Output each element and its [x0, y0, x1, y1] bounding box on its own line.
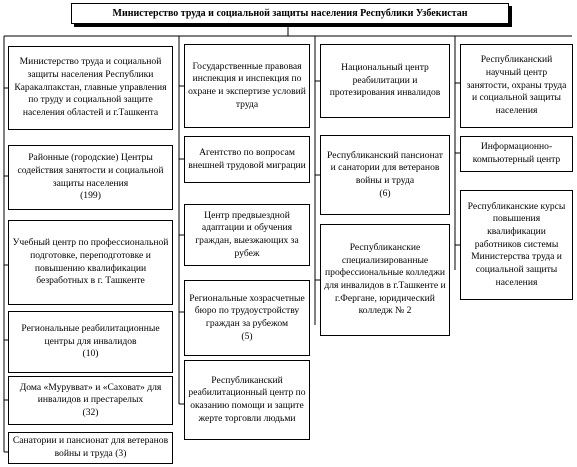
org-box-label: Санатории и пансионат для ветеранов войн… [12, 435, 169, 459]
org-box: Дома «Мурувват» и «Саховат» для инвалидо… [8, 376, 173, 425]
org-box-label: Министерство труда и социальной защиты н… [14, 56, 167, 118]
org-box-label: Государственные правовая инспекция и инс… [188, 60, 306, 110]
org-box-label: Дома «Мурувват» и «Саховат» для инвалидо… [19, 381, 162, 418]
org-box-label: Республиканские специализированные профе… [324, 242, 446, 317]
org-box-label: Республиканский пансионат и санатории дл… [327, 149, 443, 199]
org-box: Региональные хозрасчетные бюро по трудоу… [184, 280, 310, 356]
org-box: Республиканские курсы повышения квалифик… [460, 190, 573, 300]
ministry-title: Министерство труда и социальной защиты н… [71, 3, 509, 24]
org-box-label: Национальный центр реабилитации и протез… [329, 62, 441, 99]
org-box-label: Центр предвыездной адаптации и обучения … [195, 209, 299, 259]
org-box-label: Региональные хозрасчетные бюро по трудоу… [189, 292, 305, 342]
org-box-label: Региональные реабилитационные центры для… [21, 323, 160, 360]
org-box-label: Республиканский научный центр занятости,… [466, 54, 567, 116]
org-box-label: Учебный центр по профессиональной подгот… [12, 237, 169, 287]
org-box: Учебный центр по профессиональной подгот… [8, 220, 173, 305]
org-box: Агентство по вопросам внешней трудовой м… [184, 136, 310, 183]
org-box-label: Информационно-компьютерный центр [472, 141, 561, 165]
org-box: Центр предвыездной адаптации и обучения … [184, 204, 310, 266]
org-box: Министерство труда и социальной защиты н… [8, 46, 173, 130]
org-box: Санатории и пансионат для ветеранов войн… [8, 432, 173, 464]
org-box: Информационно-компьютерный центр [460, 136, 573, 172]
org-box: Национальный центр реабилитации и протез… [320, 44, 450, 118]
org-box-label: Агентство по вопросам внешней трудовой м… [188, 146, 306, 171]
org-box: Республиканский пансионат и санатории дл… [320, 135, 450, 215]
org-box: Республиканский реабилитационный центр п… [184, 360, 310, 440]
org-box: Республиканские специализированные профе… [320, 224, 450, 336]
org-box: Республиканский научный центр занятости,… [460, 44, 573, 128]
org-box: Районные (городские) Центры содействия з… [8, 145, 173, 210]
org-box-label: Районные (городские) Центры содействия з… [17, 152, 164, 202]
org-box-label: Республиканские курсы повышения квалифик… [467, 200, 566, 288]
org-box: Региональные реабилитационные центры для… [8, 311, 173, 373]
ministry-title-text: Министерство труда и социальной защиты н… [112, 7, 468, 19]
org-box: Государственные правовая инспекция и инс… [184, 44, 310, 128]
org-box-label: Республиканский реабилитационный центр п… [188, 374, 306, 424]
